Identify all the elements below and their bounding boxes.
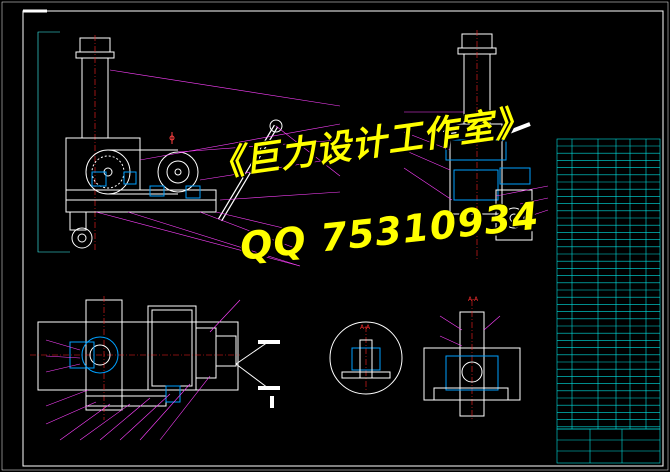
plan-leader-lines: [45, 299, 241, 441]
parts-list-table: [556, 138, 661, 430]
detail-circle-view: [329, 321, 403, 395]
section-view: [423, 300, 521, 420]
section-label-main: A-A: [500, 128, 511, 135]
side-view: [431, 30, 533, 260]
section-label-detail-b: A-A: [468, 296, 479, 303]
section-leader-lines: [439, 315, 501, 347]
main-assembly-view: [37, 31, 283, 253]
main-leader-lines: [95, 69, 341, 267]
section-label-detail-a: A-A: [360, 324, 371, 331]
side-leader-lines: [403, 111, 549, 217]
plan-view: [30, 296, 280, 420]
title-block: [556, 428, 661, 464]
